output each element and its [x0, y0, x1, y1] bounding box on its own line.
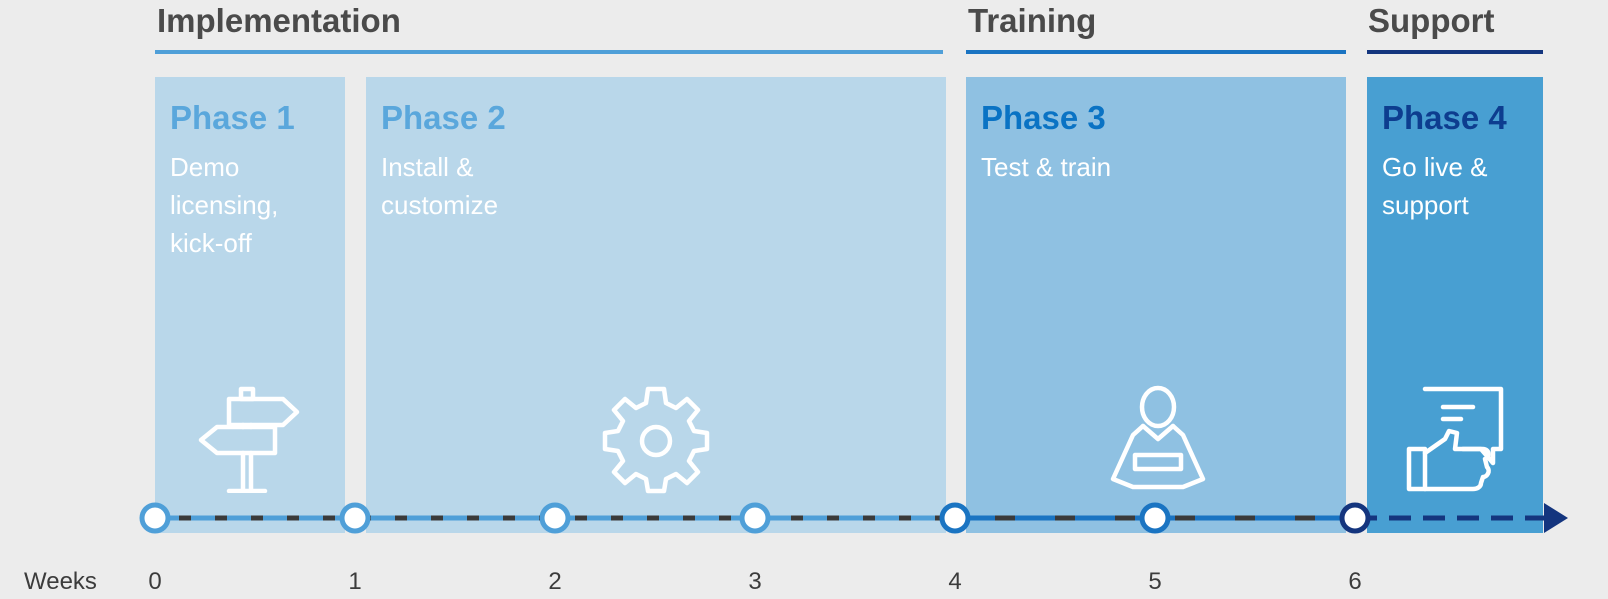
stage-bar-implementation [155, 50, 943, 54]
trainer-icon [1110, 385, 1206, 490]
timeline-arrowhead-icon [1544, 503, 1568, 533]
week-label-6: 6 [1348, 568, 1362, 595]
phase-2-title: Phase 2 [381, 99, 506, 136]
week-label-5: 5 [1148, 568, 1162, 595]
week-label-3: 3 [748, 568, 762, 595]
stage-bar-support [1367, 50, 1543, 54]
timeline-node-week-0 [139, 502, 171, 534]
gear-icon [602, 386, 710, 494]
week-label-2: 2 [548, 568, 562, 595]
signpost-icon [198, 386, 300, 493]
timeline-node-week-1 [339, 502, 371, 534]
phase-3-panel: Phase 3 Test & train [966, 77, 1346, 533]
week-label-4: 4 [948, 568, 962, 595]
timeline-node-week-4 [939, 502, 971, 534]
phase-4-panel: Phase 4 Go live & support [1367, 77, 1543, 533]
stage-title-implementation: Implementation [157, 2, 401, 39]
phase-2-panel: Phase 2 Install & customize [366, 77, 946, 533]
phase-3-description: Test & train [981, 152, 1112, 182]
phase-4-description: Go live & support [1382, 152, 1488, 220]
phase-1-title: Phase 1 [170, 99, 295, 136]
week-label-0: 0 [148, 568, 162, 595]
timeline-node-week-6 [1339, 502, 1371, 534]
week-label-1: 1 [348, 568, 362, 595]
phase-2-description: Install & customize [381, 152, 499, 220]
timeline-node-week-3 [739, 502, 771, 534]
support-chat-icon [1406, 386, 1504, 492]
phase-1-panel: Phase 1 Demo licensing, kick-off [155, 77, 345, 533]
timeline-node-week-2 [539, 502, 571, 534]
weeks-axis-caption: Weeks [24, 568, 97, 595]
timeline-node-week-5 [1139, 502, 1171, 534]
phase-3-title: Phase 3 [981, 99, 1106, 136]
stage-title-training: Training [968, 2, 1097, 39]
stage-bar-training [966, 50, 1346, 54]
phase-4-title: Phase 4 [1382, 99, 1507, 136]
phase-1-description: Demo licensing, kick-off [170, 152, 279, 258]
stage-title-support: Support [1368, 2, 1495, 39]
